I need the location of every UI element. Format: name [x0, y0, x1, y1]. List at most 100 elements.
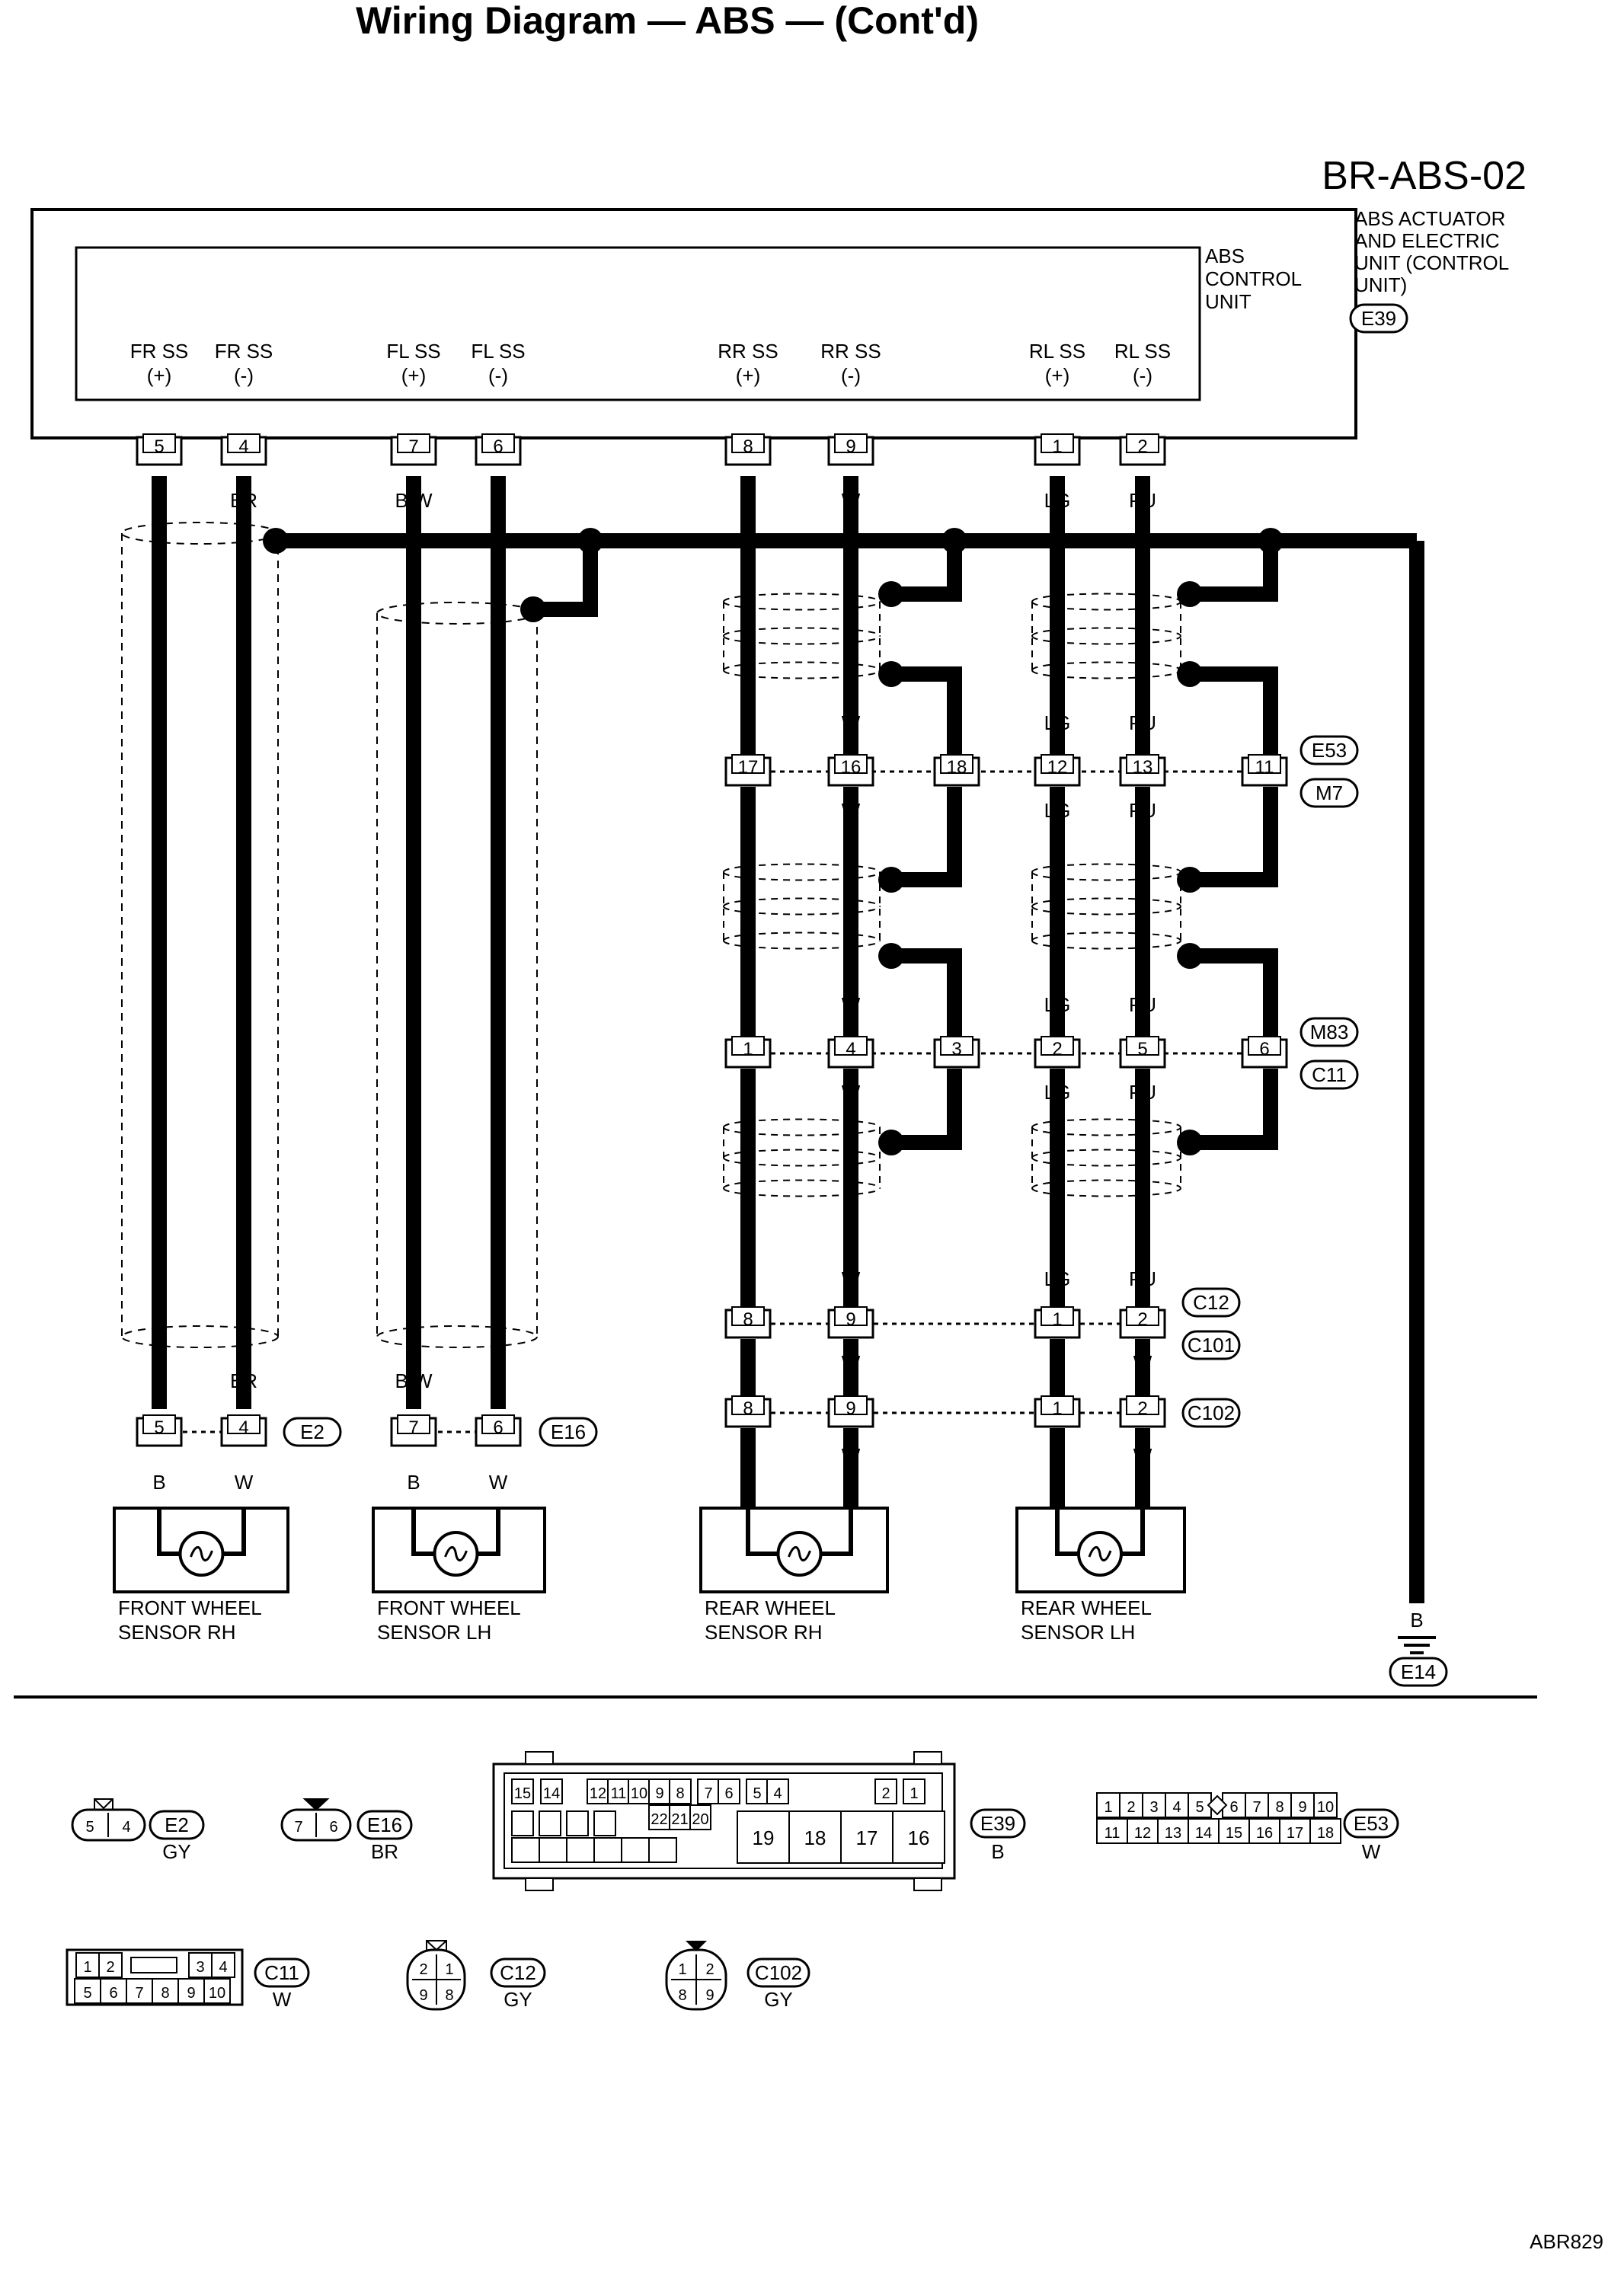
cavity-number: 10 — [631, 1785, 647, 1802]
pin-number: 7 — [408, 1417, 418, 1438]
cavity-number: 6 — [109, 1985, 117, 2002]
connector-id-c102 — [1181, 1398, 1241, 1428]
shield-rear-rh — [723, 897, 881, 907]
wire-color: PU — [1129, 1267, 1156, 1290]
connector-pin-m83_row — [827, 1036, 874, 1069]
splice-point — [263, 528, 289, 554]
wire-color: B — [1050, 1444, 1063, 1467]
wire-color: L — [493, 1369, 504, 1392]
connector-pin-e53_row — [1119, 754, 1166, 787]
connector-view-id-e2 — [149, 1810, 205, 1840]
connector-id-c11-label: C11 — [1312, 1063, 1347, 1086]
cavity-number: 12 — [1134, 1825, 1151, 1842]
shield-drain-wire — [1190, 541, 1278, 602]
wire-color: B — [741, 799, 754, 822]
cavity-number: 5 — [83, 1985, 91, 2002]
page-title: Wiring Diagram — ABS — (Cont'd) — [356, 0, 979, 42]
cavity-e39 — [587, 1778, 609, 1804]
shield-drain-wire — [1190, 787, 1278, 887]
connector-id-c12 — [1181, 1287, 1241, 1318]
cavity-e53 — [1313, 1792, 1338, 1818]
wire-color: W — [489, 1471, 508, 1494]
pin-cavity — [731, 1306, 765, 1326]
wire-color: W — [1133, 1444, 1152, 1467]
shield-rear-lh — [1031, 897, 1181, 907]
cavity-e39 — [669, 1804, 691, 1830]
connector-pin-c102 — [1034, 1395, 1081, 1428]
lock-tab-icon — [426, 1940, 447, 1951]
wire-color: B — [741, 1081, 754, 1104]
connector-pin-m83_row — [1119, 1036, 1166, 1069]
sensor-lead — [1055, 1508, 1079, 1556]
control-unit-pin — [390, 433, 437, 466]
cavity-e39 — [718, 1778, 740, 1804]
connector-id-c12-label: C12 — [1193, 1291, 1229, 1314]
ground-wire-color: B — [1410, 1609, 1423, 1631]
wire-color: LG — [1044, 489, 1071, 512]
lock-tab — [525, 1878, 554, 1891]
terminal-name: FR SS — [215, 340, 273, 363]
wire-color: B — [741, 1444, 754, 1467]
cavity-number: 7 — [294, 1819, 302, 1836]
shield-rear-rh — [723, 661, 881, 671]
lock-slot — [130, 1957, 177, 1973]
cavity-number: 13 — [1165, 1825, 1181, 1842]
cavity-c11 — [211, 1952, 235, 1978]
cavity-e39 — [648, 1778, 671, 1804]
terminal-name: FL SS — [471, 340, 525, 363]
wire-color: B — [407, 1471, 420, 1494]
sensor-lead — [746, 1508, 778, 1556]
connector-pin-c12 — [724, 1306, 772, 1339]
cavity-number: 8 — [161, 1985, 169, 2002]
pin-cavity — [1041, 1036, 1074, 1056]
cavity-number: 2 — [1127, 1799, 1135, 1816]
pin-number: 7 — [408, 436, 418, 457]
shield-rear-lh — [1031, 1127, 1181, 1136]
cavity-e39 — [648, 1837, 677, 1863]
connector-view-id-c102 — [746, 1957, 810, 1988]
cavity-number: 6 — [1229, 1799, 1238, 1816]
terminal-name: FR SS — [130, 340, 189, 363]
shield-rear-lh — [1031, 932, 1181, 941]
connector-pin-m83_row — [933, 1036, 980, 1069]
pin-number: 4 — [238, 436, 248, 457]
sensor-lead — [1121, 1508, 1145, 1556]
pin-number: 18 — [947, 757, 967, 778]
pin-cavity — [397, 433, 430, 453]
wheel-sensor-box — [372, 1507, 546, 1593]
cavity-number: 9 — [419, 1987, 427, 2004]
wire-color: B/W — [395, 1369, 433, 1392]
wire-color: PU — [1129, 711, 1156, 734]
connector-color: B — [991, 1840, 1004, 1863]
connector-id-e2 — [283, 1417, 342, 1447]
wire-color: Y — [152, 1369, 165, 1392]
shield-front-lh-bottom — [376, 1325, 538, 1348]
cavity-number: 6 — [724, 1785, 733, 1802]
cavity-number: 22 — [651, 1811, 667, 1828]
connector-id-e39 — [1349, 303, 1408, 334]
connector-color: GY — [162, 1840, 191, 1863]
wire-color: B — [741, 489, 754, 512]
pin-number: 1 — [1052, 1398, 1062, 1419]
pin-number: 6 — [1259, 1039, 1269, 1059]
pin-number: 12 — [1047, 757, 1068, 778]
actuator-label: UNIT (CONTROL — [1354, 251, 1509, 274]
pin-cavity — [1126, 433, 1159, 453]
cavity-e53 — [1248, 1818, 1280, 1844]
terminal-polarity: (+) — [1045, 364, 1070, 387]
connector-pin-c12 — [1119, 1306, 1166, 1339]
connector-id-c101 — [1181, 1330, 1241, 1360]
splice-point — [1177, 581, 1203, 607]
shield-rear-lh — [1031, 940, 1181, 950]
cavity-number: 5 — [85, 1819, 94, 1836]
shield-drain-wire — [891, 787, 962, 887]
cavity-c11 — [98, 1952, 123, 1978]
connector-view-id-c12 — [490, 1957, 546, 1988]
shield-drain-wire — [891, 666, 962, 756]
cavity-e39 — [621, 1837, 650, 1863]
connector-id-e16 — [539, 1417, 598, 1447]
cavity-number: 7 — [704, 1785, 712, 1802]
shield-rear-lh — [1031, 1118, 1181, 1128]
wire-color: B — [741, 711, 754, 734]
cavity-number: 17 — [856, 1826, 878, 1849]
